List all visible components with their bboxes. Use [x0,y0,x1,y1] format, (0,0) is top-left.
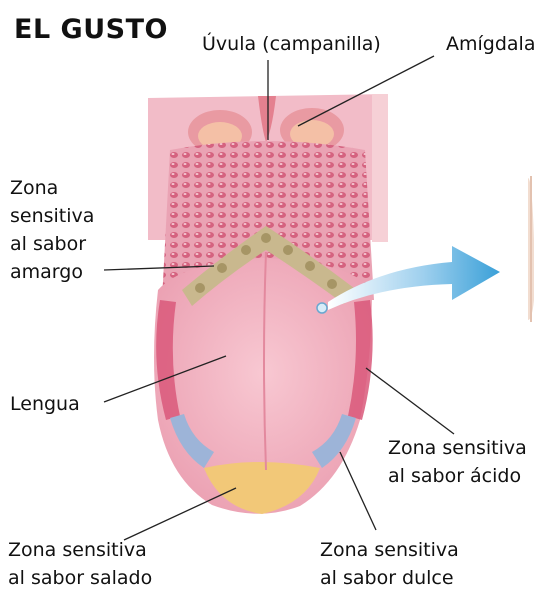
taste-bud-marker [317,303,327,313]
label-sweet-line-1: Zona sensitiva [320,536,459,564]
label-uvula: Úvula (campanilla) [202,30,381,58]
label-salty-line-1: Zona sensitiva [8,536,152,564]
label-sweet-zone: Zona sensitiva al sabor dulce [320,536,459,591]
label-bitter-line-4: amargo [10,258,94,286]
label-sour-zone: Zona sensitiva al sabor ácido [388,434,527,490]
label-tonsil: Amígdala [446,30,535,58]
label-bitter-line-3: al sabor [10,230,94,258]
label-sweet-line-2: al sabor dulce [320,564,459,591]
throat-side [372,94,388,242]
label-bitter-line-2: sensitiva [10,202,94,230]
label-sour-line-1: Zona sensitiva [388,434,527,462]
label-salty-zone: Zona sensitiva al sabor salado [8,536,152,591]
label-salty-line-2: al sabor salado [8,564,152,591]
label-sour-line-2: al sabor ácido [388,462,527,490]
label-bitter-line-1: Zona [10,174,94,202]
label-bitter-zone: Zona sensitiva al sabor amargo [10,174,94,286]
diagram-title: EL GUSTO [14,14,168,45]
label-tongue: Lengua [10,390,80,418]
